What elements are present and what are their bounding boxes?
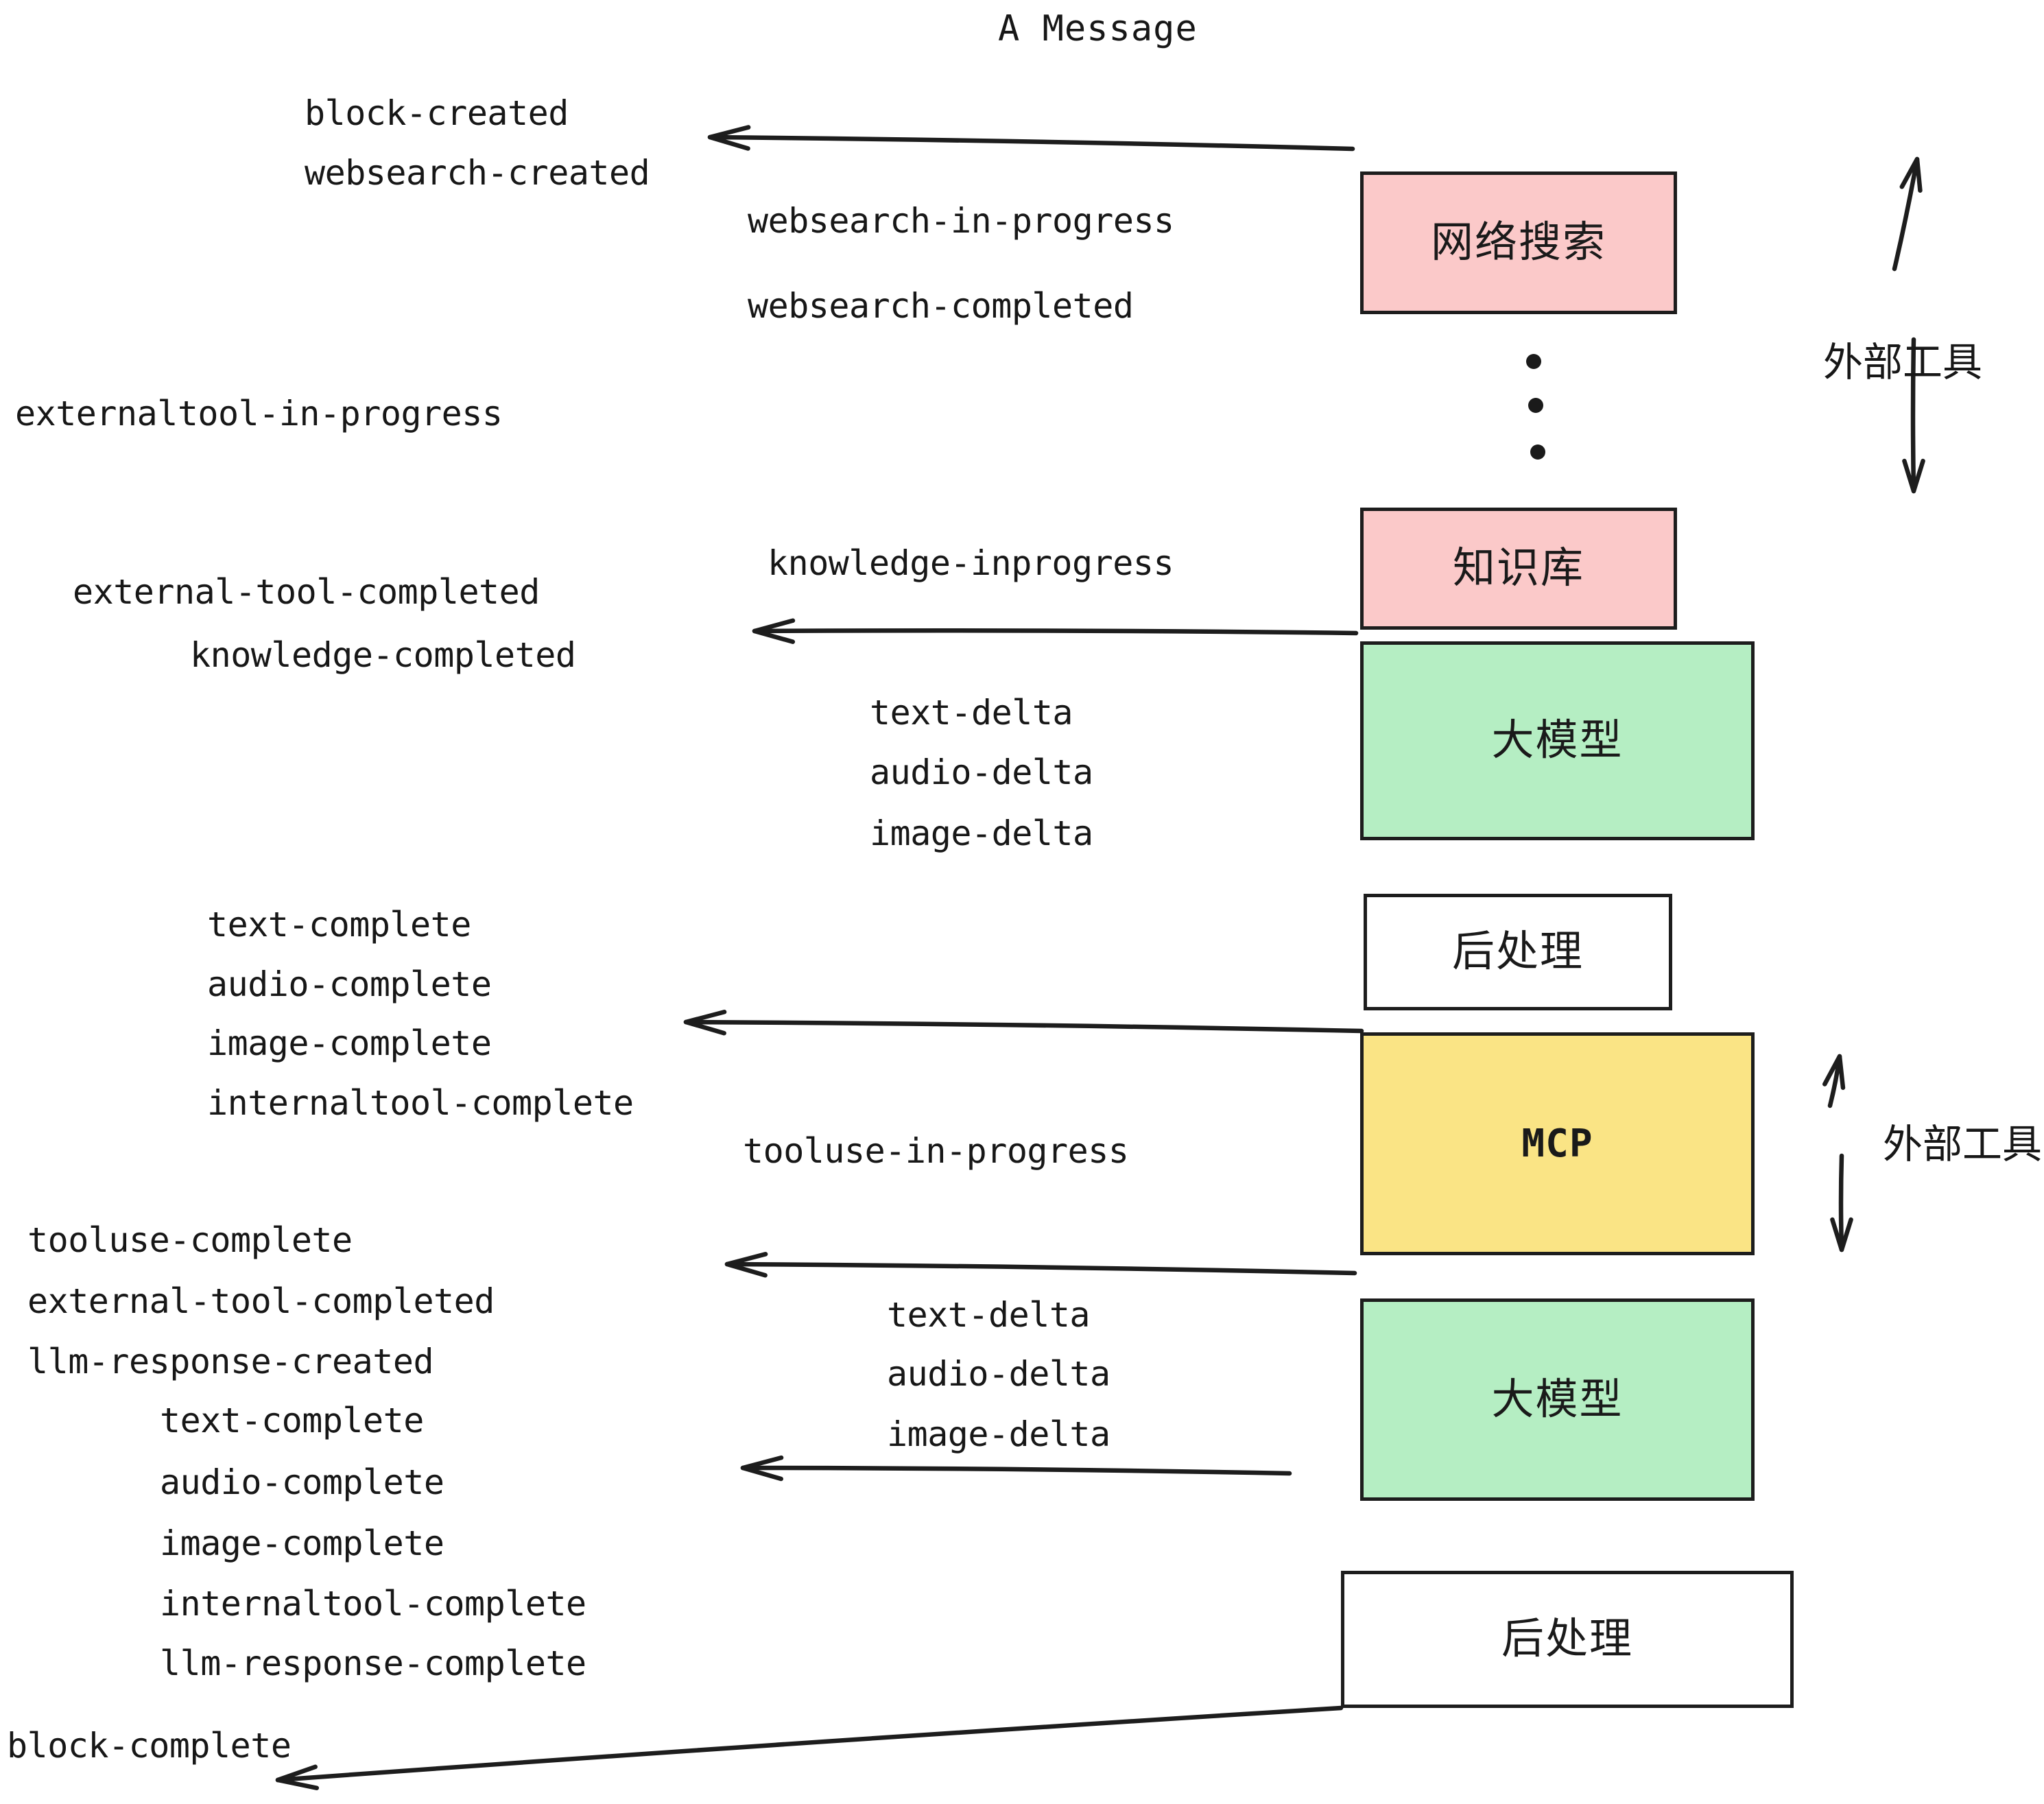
event-label-audio-delta: audio-delta bbox=[887, 1354, 1110, 1394]
box-label-websearch: 网络搜索 bbox=[1430, 219, 1606, 266]
event-label-websearch-completed: websearch-completed bbox=[748, 286, 1134, 326]
event-label-text-complete: text-complete bbox=[207, 905, 471, 945]
image-complete-arrow-head bbox=[683, 1010, 727, 1036]
event-label-block-created: block-created bbox=[305, 93, 569, 133]
external-tool-up-1-head bbox=[1899, 156, 1923, 193]
box-label-llm-top: 大模型 bbox=[1491, 717, 1624, 764]
side-label-external-tools-1: 外部工具 bbox=[1823, 340, 1983, 385]
box-knowledge: 知识库 bbox=[1360, 508, 1677, 630]
event-label-llm-response-complete: llm-response-complete bbox=[160, 1643, 586, 1683]
box-label-postprocess-top: 后处理 bbox=[1451, 928, 1584, 975]
event-label-text-delta: text-delta bbox=[870, 693, 1073, 733]
audio-complete-arrow-head bbox=[740, 1455, 784, 1482]
tooluse-complete-arrow-head bbox=[724, 1252, 768, 1278]
external-tool-up-2-head bbox=[1822, 1054, 1846, 1090]
event-label-external-tool-completed: external-tool-completed bbox=[27, 1281, 495, 1321]
external-tool-up-2-shaft bbox=[1827, 1054, 1842, 1108]
page-title: A Message bbox=[998, 8, 1198, 49]
box-llm-top: 大模型 bbox=[1360, 641, 1755, 840]
event-label-text-delta: text-delta bbox=[887, 1295, 1091, 1335]
event-label-tooluse-in-progress: tooluse-in-progress bbox=[743, 1131, 1129, 1171]
audio-complete-arrow-shaft bbox=[740, 1465, 1292, 1476]
event-label-audio-delta: audio-delta bbox=[870, 752, 1093, 792]
external-tool-up-1-shaft bbox=[1892, 156, 1920, 272]
box-postprocess-top: 后处理 bbox=[1364, 894, 1672, 1010]
event-label-tooluse-complete: tooluse-complete bbox=[27, 1220, 353, 1260]
block-complete-arrow-shaft bbox=[275, 1705, 1344, 1783]
event-label-image-delta: image-delta bbox=[887, 1414, 1110, 1454]
knowledge-arrow-head bbox=[752, 618, 796, 644]
external-tool-down-2-head bbox=[1830, 1217, 1853, 1253]
event-label-image-delta: image-delta bbox=[870, 814, 1093, 853]
event-label-websearch-in-progress: websearch-in-progress bbox=[748, 201, 1174, 241]
event-label-internaltool-complete: internaltool-complete bbox=[207, 1083, 634, 1123]
event-label-internaltool-complete: internaltool-complete bbox=[160, 1584, 586, 1624]
external-tool-down-2-shaft bbox=[1838, 1153, 1844, 1253]
event-label-llm-response-created: llm-response-created bbox=[27, 1342, 434, 1381]
image-complete-arrow-shaft bbox=[683, 1019, 1364, 1034]
ellipsis-dot-3 bbox=[1530, 444, 1545, 460]
external-tool-down-1-head bbox=[1902, 458, 1925, 494]
box-label-postprocess-bottom: 后处理 bbox=[1501, 1615, 1633, 1663]
event-label-websearch-created: websearch-created bbox=[305, 153, 650, 193]
event-label-external-tool-completed: external-tool-completed bbox=[73, 572, 540, 612]
side-label-external-tools-2: 外部工具 bbox=[1883, 1122, 2043, 1167]
event-label-audio-complete: audio-complete bbox=[160, 1462, 444, 1502]
block-created-arrow-shaft bbox=[707, 134, 1355, 152]
event-label-text-complete: text-complete bbox=[160, 1401, 424, 1440]
ellipsis-dot-1 bbox=[1526, 354, 1541, 369]
event-label-audio-complete: audio-complete bbox=[207, 964, 492, 1004]
tooluse-complete-arrow-shaft bbox=[724, 1261, 1357, 1276]
box-llm-bottom: 大模型 bbox=[1360, 1298, 1755, 1501]
box-label-mcp: MCP bbox=[1521, 1121, 1593, 1166]
event-label-image-complete: image-complete bbox=[207, 1023, 492, 1063]
event-label-knowledge-completed: knowledge-completed bbox=[190, 635, 576, 675]
box-mcp: MCP bbox=[1360, 1032, 1755, 1255]
box-label-llm-bottom: 大模型 bbox=[1491, 1375, 1624, 1423]
box-websearch: 网络搜索 bbox=[1360, 171, 1677, 314]
block-created-arrow-head bbox=[707, 125, 751, 151]
event-label-externaltool-in-progress: externaltool-in-progress bbox=[15, 394, 503, 434]
knowledge-arrow-shaft bbox=[752, 628, 1359, 636]
box-postprocess-bottom: 后处理 bbox=[1341, 1571, 1794, 1708]
block-complete-arrow-head bbox=[275, 1764, 320, 1790]
event-label-block-complete: block-complete bbox=[7, 1726, 292, 1766]
event-label-image-complete: image-complete bbox=[160, 1523, 444, 1563]
event-label-knowledge-inprogress: knowledge-inprogress bbox=[768, 543, 1174, 583]
ellipsis-dot-2 bbox=[1528, 398, 1543, 413]
box-label-knowledge: 知识库 bbox=[1452, 545, 1584, 592]
